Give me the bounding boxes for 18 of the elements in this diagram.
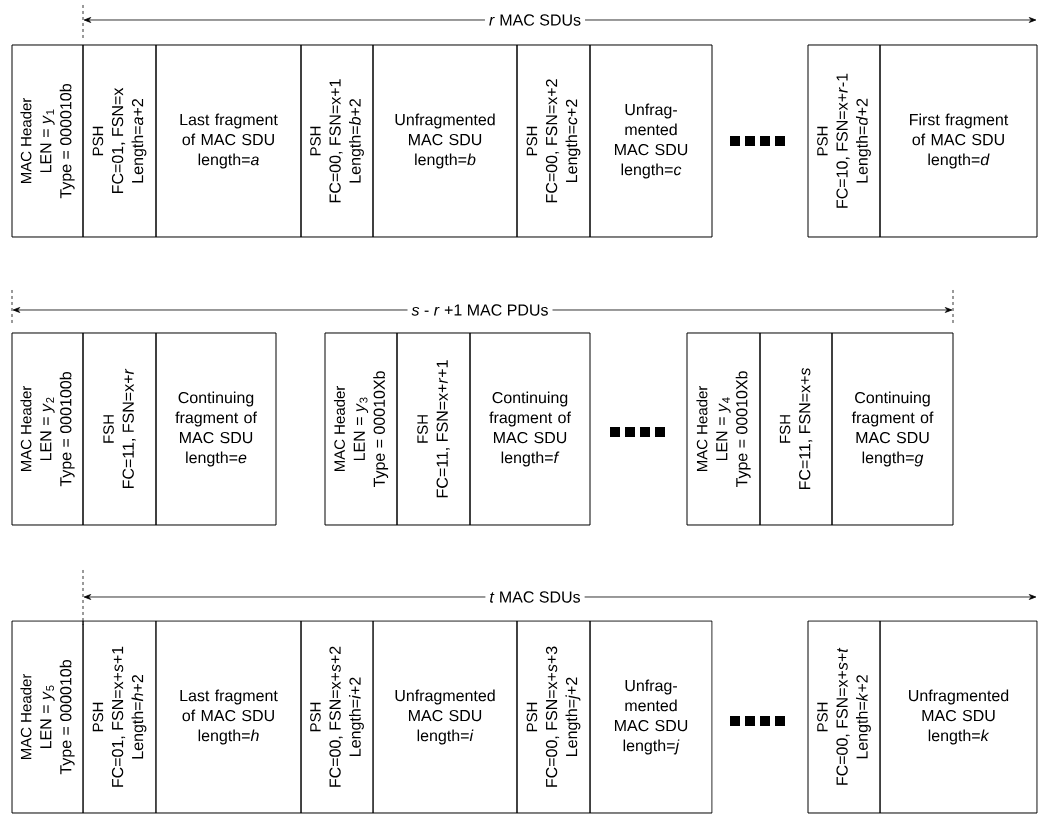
payload-cell: Last fragment of MAC SDU length=h [155,620,302,814]
dimension-label: s - r +1 MAC PDUs [407,300,553,320]
subheader-cell: PSH FC=00, FSN=x+s+2 Length=i+2 [300,620,374,814]
payload-cell: Last fragment of MAC SDU length=a [155,44,302,238]
payload-cell: First fragment of MAC SDU length=d [879,44,1038,238]
payload-cell: Continuing fragment of MAC SDU length=e [155,332,277,526]
payload-cell: Unfragmented MAC SDU length=b [372,44,518,238]
payload-cell: Unfragmented MAC SDU length=i [372,620,518,814]
payload-cell: Unfrag- mented MAC SDU length=j [589,620,713,814]
payload-cell: Unfrag- mented MAC SDU length=c [589,44,713,238]
dimension-label: t MAC SDUs [485,587,585,607]
payload-cell: Continuing fragment of MAC SDU length=g [831,332,954,526]
subheader-cell: FSH FC=11, FSN=x+r+1 [396,332,471,526]
subheader-cell: FSH FC=11, FSN=x+r [82,332,157,526]
dimension-label: r MAC SDUs [484,10,586,30]
payload-cell: Unfragmented MAC SDU length=k [879,620,1038,814]
subheader-cell: FSH FC=11, FSN=x+s [759,332,833,526]
payload-cell: Continuing fragment of MAC SDU length=f [469,332,591,526]
